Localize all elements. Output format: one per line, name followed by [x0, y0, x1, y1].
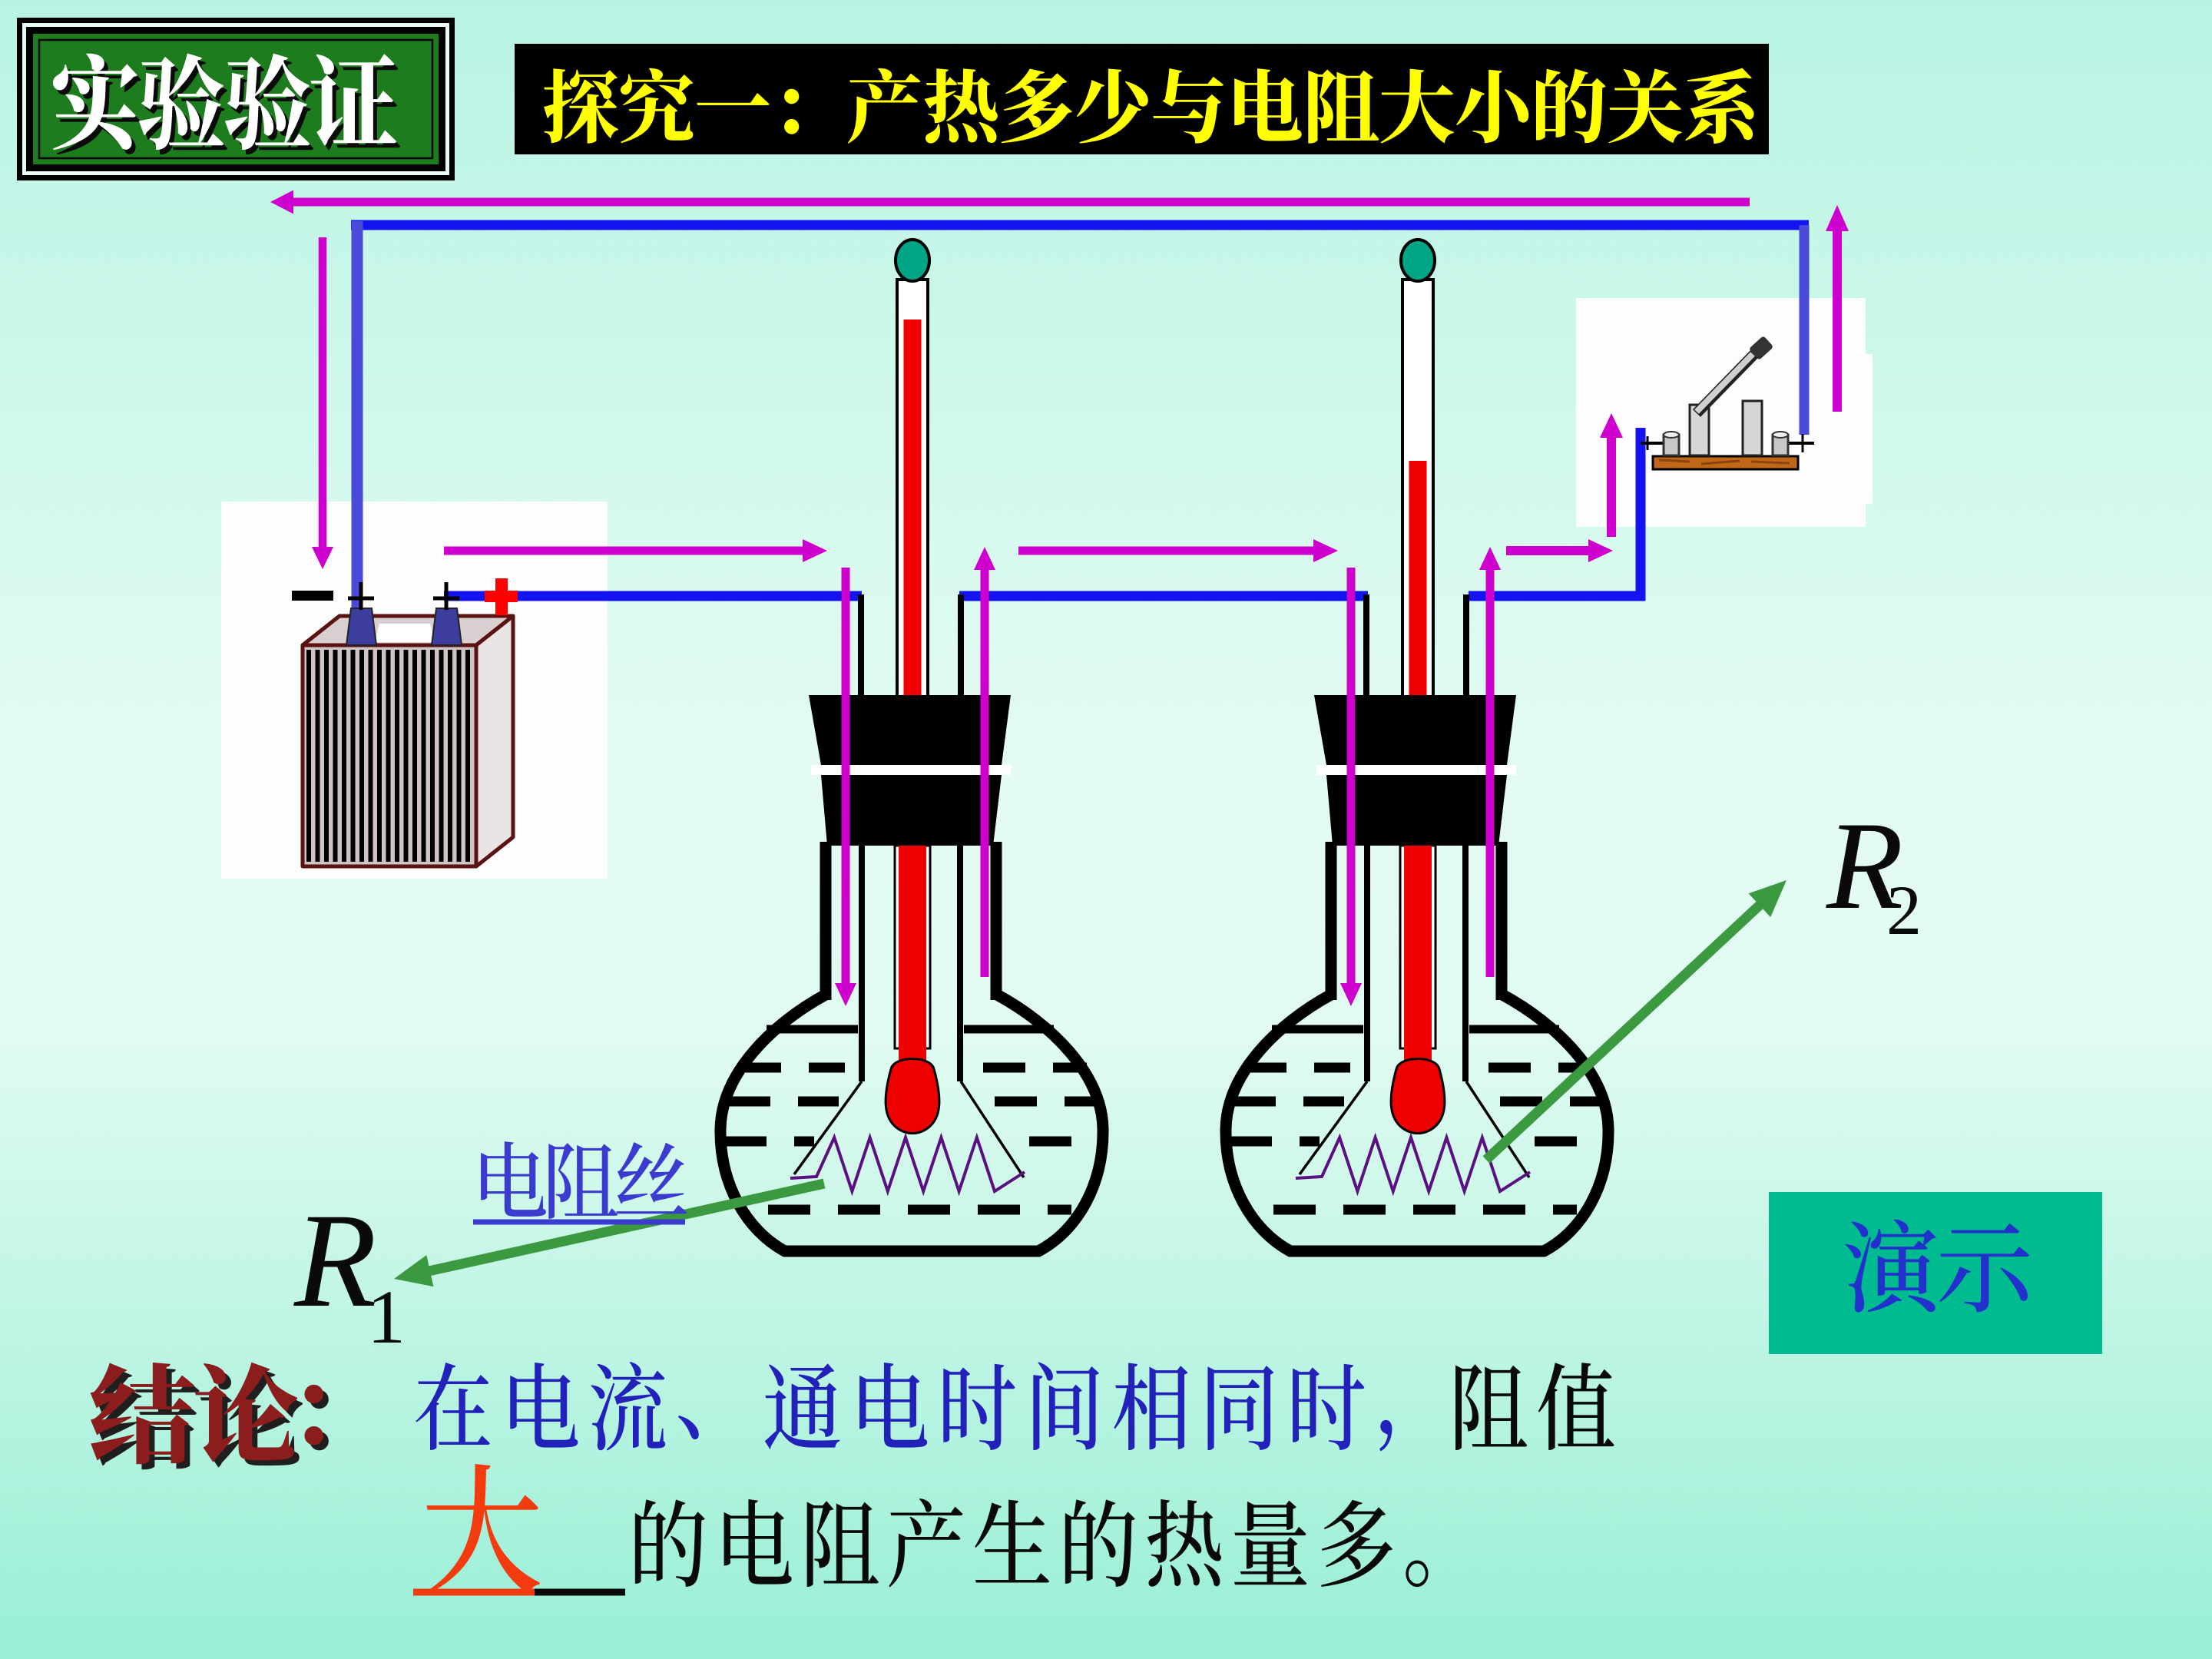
svg-text:1: 1	[367, 1274, 406, 1359]
svg-text:R: R	[1826, 796, 1903, 935]
svg-text:R: R	[293, 1186, 377, 1336]
svg-text:2: 2	[1886, 871, 1922, 949]
